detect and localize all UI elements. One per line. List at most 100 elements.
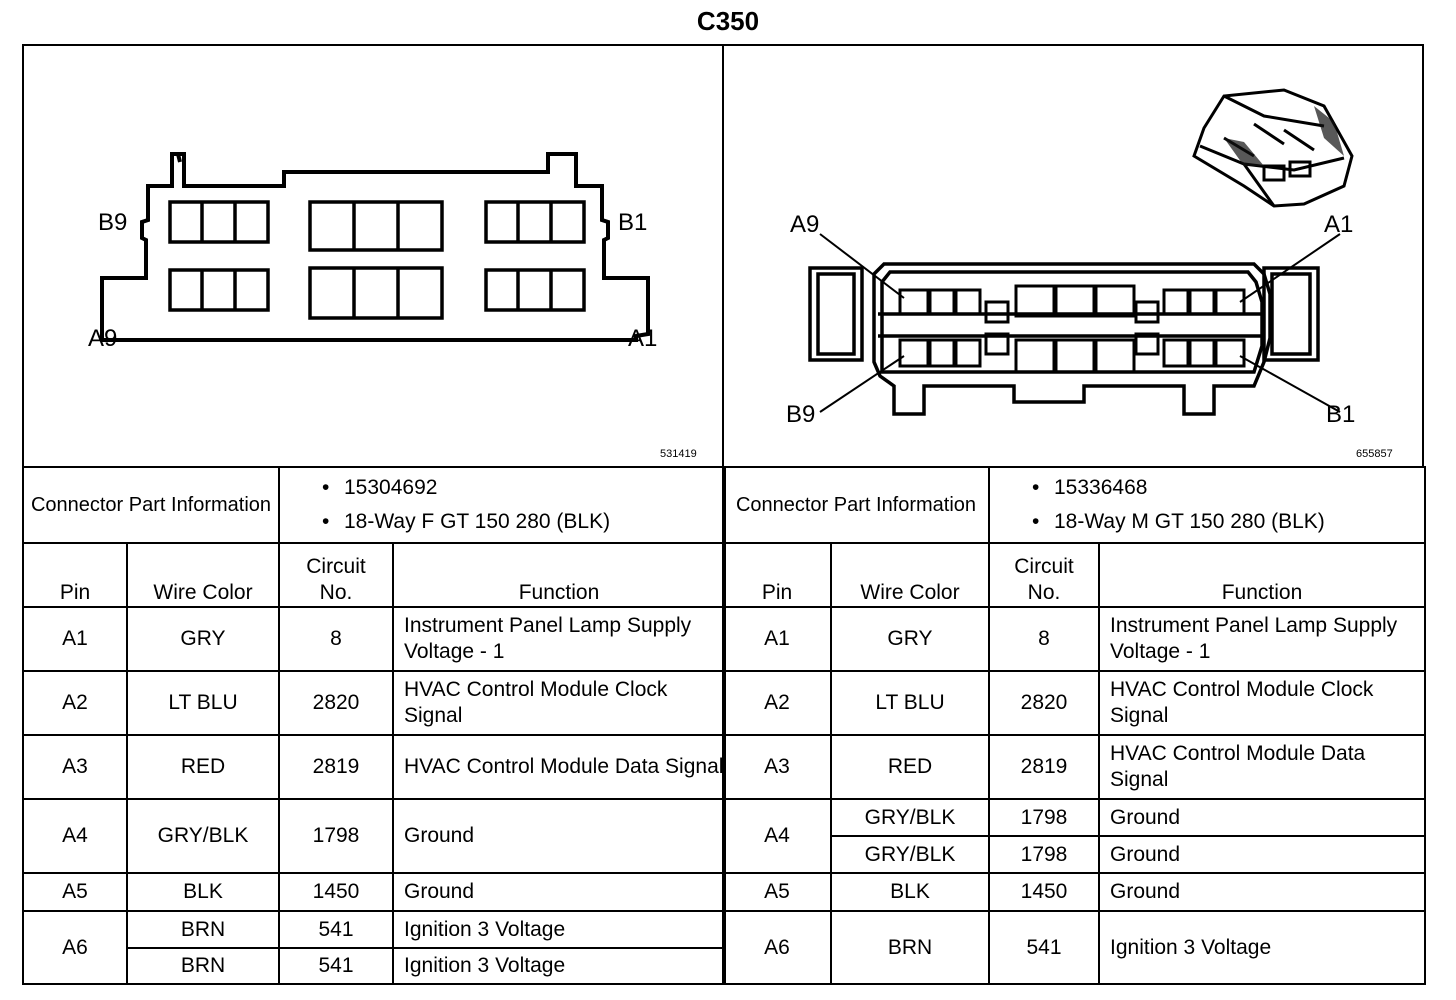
table-row: A5 BLK 1450 Ground [22, 872, 727, 912]
circuit-cell: 2819 [278, 734, 394, 800]
table-row: A4 GRY/BLK 1798 Ground [722, 798, 1426, 874]
function-cell: Ignition 3 Voltage [1098, 910, 1426, 985]
connector-isometric-icon [1192, 88, 1354, 208]
pin-cell: A2 [722, 670, 832, 736]
right-connector-face-diagram: A9 A1 B9 B1 [786, 88, 1355, 428]
function-cell: Ground [391, 798, 727, 874]
function-cell: Instrument Panel Lamp Supply Voltage - 1 [1098, 606, 1426, 672]
left-pinout-table: Connector Part Information •15304692 •18… [22, 466, 727, 985]
circuit-cell: 541 [278, 947, 394, 985]
pin-cell: A3 [22, 734, 128, 800]
table-row: A6 BRN 541 Ignition 3 Voltage [22, 910, 727, 985]
wire-color-cell: GRY/BLK [830, 835, 990, 874]
table-row: A1 GRY 8 Instrument Panel Lamp Supply Vo… [722, 606, 1426, 672]
right-drawing-number: 655857 [1356, 448, 1393, 460]
left-header-function: Function [391, 542, 727, 608]
circuit-cell: 1798 [278, 798, 394, 874]
right-info-label: Connector Part Information [722, 466, 990, 544]
wire-color-cell: GRY [830, 606, 990, 672]
circuit-cell: 541 [278, 910, 394, 949]
table-row: A3 RED 2819 HVAC Control Module Data Sig… [22, 734, 727, 800]
circuit-cell: 8 [278, 606, 394, 672]
table-row: A1 GRY 8 Instrument Panel Lamp Supply Vo… [22, 606, 727, 672]
wire-color-cell: BLK [126, 872, 280, 912]
pin-cell: A4 [22, 798, 128, 874]
wire-color-cell: BLK [830, 872, 990, 912]
wire-color-cell: RED [830, 734, 990, 800]
function-cell: Ignition 3 Voltage [391, 910, 727, 949]
left-cavity-groups [168, 200, 586, 320]
left-pin-label-a9: A9 [88, 325, 117, 352]
right-header-wire-color: Wire Color [830, 542, 990, 608]
right-part-info: •15336468 •18-Way M GT 150 280 (BLK) [988, 466, 1426, 544]
table-row: A5 BLK 1450 Ground [722, 872, 1426, 912]
pin-cell: A6 [22, 910, 128, 985]
right-pinout-table: Connector Part Information •15336468 •18… [722, 466, 1426, 985]
function-cell: HVAC Control Module Clock Signal [1098, 670, 1426, 736]
left-part-info: •15304692 •18-Way F GT 150 280 (BLK) [277, 466, 727, 544]
pin-cell: A1 [722, 606, 832, 672]
left-header-circuit: Circuit No. [278, 542, 394, 608]
pin-cell: A6 [722, 910, 832, 985]
pin-cell: A1 [22, 606, 128, 672]
table-row: A4 GRY/BLK 1798 Ground [22, 798, 727, 874]
right-pin-label-a1: A1 [1324, 211, 1353, 238]
right-part-description: 18-Way M GT 150 280 (BLK) [1054, 510, 1325, 533]
left-pin-label-a1: A1 [628, 325, 657, 352]
pin-cell: A2 [22, 670, 128, 736]
circuit-cell: 8 [988, 606, 1100, 672]
function-cell: HVAC Control Module Clock Signal [391, 670, 727, 736]
function-cell: Ground [1098, 872, 1426, 912]
function-cell: Ground [391, 872, 727, 912]
function-cell: HVAC Control Module Data Signal [1098, 734, 1426, 800]
pin-cell: A5 [22, 872, 128, 912]
circuit-cell: 1450 [278, 872, 394, 912]
function-cell: HVAC Control Module Data Signal [391, 734, 727, 800]
table-row: BRN 541 Ignition 3 Voltage [23, 947, 727, 985]
left-pin-label-b9: B9 [98, 209, 127, 236]
left-drawing-number: 531419 [660, 448, 697, 460]
table-row: A2 LT BLU 2820 HVAC Control Module Clock… [22, 670, 727, 736]
right-header-pin: Pin [722, 542, 832, 608]
left-header-wire-color: Wire Color [126, 542, 280, 608]
circuit-cell: 2820 [988, 670, 1100, 736]
right-pin-label-b9: B9 [786, 401, 815, 428]
wire-color-cell: LT BLU [126, 670, 280, 736]
pin-cell: A5 [722, 872, 832, 912]
left-pin-label-b1: B1 [618, 209, 647, 236]
connector-isometric-shading [1224, 106, 1344, 166]
wire-color-cell: GRY [126, 606, 280, 672]
wire-color-cell: RED [126, 734, 280, 800]
wire-color-cell: GRY/BLK [830, 798, 990, 837]
wire-color-cell: BRN [126, 910, 280, 949]
wire-color-cell: BRN [126, 947, 280, 985]
left-connector-face-diagram: B9 B1 A9 A1 [88, 152, 657, 352]
circuit-cell: 2820 [278, 670, 394, 736]
right-pin-blocks [898, 284, 1246, 374]
circuit-cell: 541 [988, 910, 1100, 985]
function-cell: Instrument Panel Lamp Supply Voltage - 1 [391, 606, 727, 672]
pin-cell: A4 [722, 798, 832, 874]
left-part-number: 15304692 [344, 476, 438, 499]
left-info-label: Connector Part Information [22, 466, 280, 544]
left-header-pin: Pin [22, 542, 128, 608]
table-row: GRY/BLK 1798 Ground [723, 835, 1426, 874]
right-header-circuit: Circuit No. [988, 542, 1100, 608]
right-header-function: Function [1098, 542, 1426, 608]
diagram-divider [722, 44, 724, 468]
pin-cell: A3 [722, 734, 832, 800]
function-cell: Ignition 3 Voltage [391, 947, 727, 985]
circuit-cell: 1450 [988, 872, 1100, 912]
circuit-cell: 2819 [988, 734, 1100, 800]
right-pin-leader-lines [819, 233, 1341, 413]
table-row: A2 LT BLU 2820 HVAC Control Module Clock… [722, 670, 1426, 736]
right-pin-label-b1: B1 [1326, 401, 1355, 428]
function-cell: Ground [1098, 798, 1426, 837]
wire-color-cell: GRY/BLK [126, 798, 280, 874]
left-part-description: 18-Way F GT 150 280 (BLK) [344, 510, 611, 533]
circuit-cell: 1798 [988, 835, 1100, 874]
table-row: A6 BRN 541 Ignition 3 Voltage [722, 910, 1426, 985]
table-row: A3 RED 2819 HVAC Control Module Data Sig… [722, 734, 1426, 800]
function-cell: Ground [1098, 835, 1426, 874]
wire-color-cell: BRN [830, 910, 990, 985]
